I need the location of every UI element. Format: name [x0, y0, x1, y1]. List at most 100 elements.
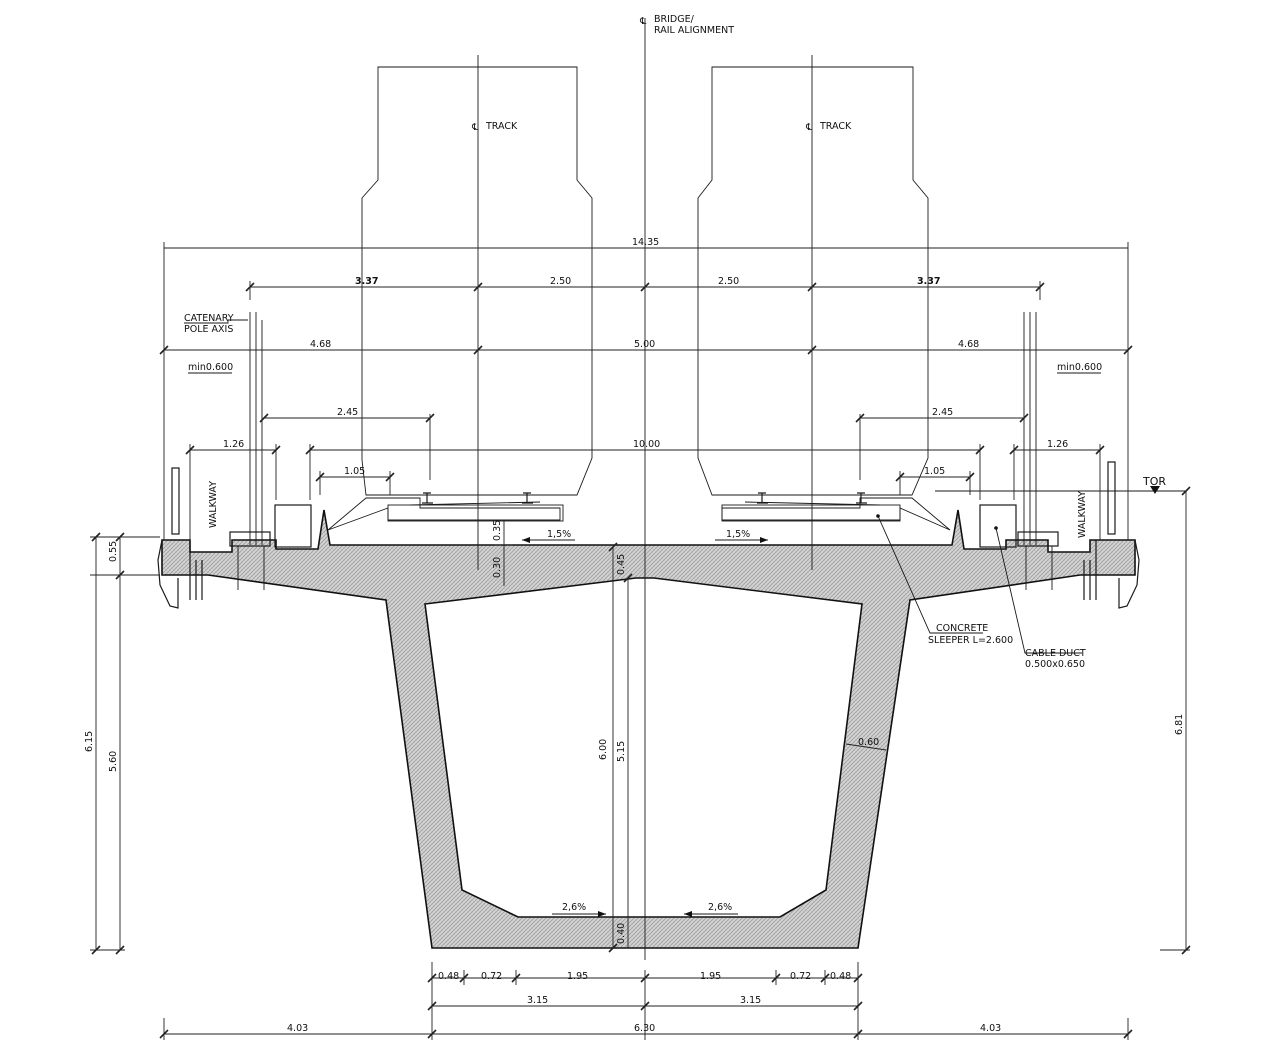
dim-line-overall	[163, 242, 1129, 540]
rail-icon	[422, 492, 433, 504]
dim-h-055: 0.55	[108, 541, 119, 562]
dim-b-072-left: 0.72	[481, 971, 502, 982]
bridge-label-line2: RAIL ALIGNMENT	[654, 25, 734, 36]
bridge-label-line1: BRIDGE/	[654, 14, 695, 25]
deck-slope-left: 1,5%	[547, 529, 571, 540]
left-edge-fascia	[157, 539, 179, 609]
box-girder	[161, 509, 1136, 949]
right-edge-fascia	[1118, 539, 1140, 609]
track-bed	[327, 492, 951, 531]
right-handrail-post	[1107, 461, 1116, 535]
dim-h-515: 5.15	[616, 741, 627, 762]
rail-icon	[757, 492, 768, 504]
dim-left-126: 1.26	[223, 439, 244, 450]
dim-h-615: 6.15	[84, 731, 95, 752]
catenary-label-line1: CATENARY	[184, 313, 234, 324]
dim-left-105: 1.05	[344, 466, 365, 477]
dim-left-250: 2.50	[550, 276, 571, 287]
dim-ticks	[159, 1029, 1133, 1039]
left-handrail-post	[171, 467, 180, 535]
left-catenary-pole	[249, 312, 263, 545]
left-walkway-label: WALKWAY	[208, 481, 219, 528]
dim-ticks	[245, 282, 1045, 292]
bottom-dimensions: 0.48 0.72 1.95 1.95 0.72 0.48 3.15 3.15 …	[159, 962, 1133, 1040]
right-edge	[1017, 461, 1140, 609]
slope-arrow-icon	[760, 537, 768, 543]
right-walkway-label: WALKWAY	[1077, 491, 1088, 538]
slope-arrow-icon	[684, 911, 692, 917]
dim-right-126: 1.26	[1047, 439, 1068, 450]
dim-ticks	[608, 542, 633, 953]
dim-right-105: 1.05	[924, 466, 945, 477]
dim-line-overall-bottom	[163, 1018, 1129, 1040]
right-track-label: TRACK	[819, 121, 852, 132]
dim-h-045: 0.45	[616, 554, 627, 575]
right-catenary-base	[1017, 531, 1059, 547]
dim-overall-width: 14.35	[632, 237, 659, 248]
centerline-symbol: ℄	[805, 122, 813, 133]
dim-ticks	[1181, 486, 1191, 955]
dim-line-web-thickness	[845, 743, 887, 751]
sleeper-leader	[877, 515, 983, 634]
dim-line-105	[319, 471, 971, 495]
dim-b-315-left: 3.15	[527, 995, 548, 1006]
right-anchor-bolts	[1083, 540, 1097, 600]
dim-left-468: 4.68	[310, 339, 331, 350]
catenary-label-line2: POLE AXIS	[184, 324, 233, 335]
dim-right-337: 3.37	[917, 276, 940, 287]
left-catenary-bolts	[237, 546, 265, 590]
left-concrete-sleeper	[387, 504, 564, 522]
duct-label-line2: 0.500x0.650	[1025, 659, 1085, 670]
dim-h-681: 6.81	[1174, 714, 1185, 735]
dim-h-030: 0.30	[492, 557, 503, 578]
left-edge	[157, 467, 271, 609]
rail-icons	[422, 492, 867, 504]
sleeper-label-line1: CONCRETE	[936, 623, 988, 634]
dim-left-337: 3.37	[355, 276, 378, 287]
top-dimensions: 14.35 3.37 2.50 2.50 3.37 4.68 5.00 4.68…	[159, 237, 1133, 540]
dim-line-web-heights	[612, 547, 629, 948]
right-train-gauge	[697, 66, 929, 496]
dim-b-315-right: 3.15	[740, 995, 761, 1006]
dim-h-040: 0.40	[616, 923, 627, 944]
left-train-gauge	[361, 66, 593, 496]
dim-ticks	[259, 413, 1029, 423]
dim-center-500: 5.00	[634, 339, 655, 350]
bottom-slope-left: 2,6%	[562, 902, 586, 913]
catenary-leader	[184, 319, 248, 324]
dim-ticks	[91, 532, 125, 955]
right-catenary-bolts	[1025, 546, 1053, 590]
sleeper-label-line2: SLEEPER L=2.600	[928, 635, 1013, 646]
dim-right-468: 4.68	[958, 339, 979, 350]
right-cable-duct	[979, 504, 1017, 548]
dim-line-left-126	[189, 444, 277, 540]
dim-right-250: 2.50	[718, 276, 739, 287]
dim-b-195-right: 1.95	[700, 971, 721, 982]
dim-ticks	[315, 472, 975, 482]
dim-line-right-126	[1013, 444, 1101, 540]
tor-label: TOR	[1142, 475, 1166, 488]
rail-icon	[522, 492, 533, 504]
vertical-dimensions: 0.55 6.15 5.60 6.81 0.35 0.30 0.45 6.00 …	[84, 486, 1191, 955]
dim-right-245: 2.45	[932, 407, 953, 418]
dim-ticks	[185, 445, 1105, 455]
dim-b-048-right: 0.48	[830, 971, 851, 982]
dim-b-403-right: 4.03	[980, 1023, 1001, 1034]
dim-b-630: 6.30	[634, 1023, 655, 1034]
dim-line-deck-thickness	[494, 520, 512, 586]
bottom-slope-right: 2,6%	[708, 902, 732, 913]
right-ballast-outline	[721, 497, 951, 531]
left-cable-duct	[274, 504, 312, 548]
slope-arrow-icon	[598, 911, 606, 917]
duct-leader	[995, 527, 1082, 654]
dim-b-048-left: 0.48	[438, 971, 459, 982]
centerline-symbol: ℄	[471, 122, 479, 133]
dim-left-245: 2.45	[337, 407, 358, 418]
centerline-symbol: ℄	[639, 16, 647, 27]
dim-ticks	[427, 973, 863, 983]
duct-label-line1: CABLE DUCT	[1025, 648, 1086, 659]
girder-inner-void	[424, 577, 863, 918]
sleeper-leader-dot	[876, 514, 880, 518]
dim-line-1000	[309, 444, 981, 500]
